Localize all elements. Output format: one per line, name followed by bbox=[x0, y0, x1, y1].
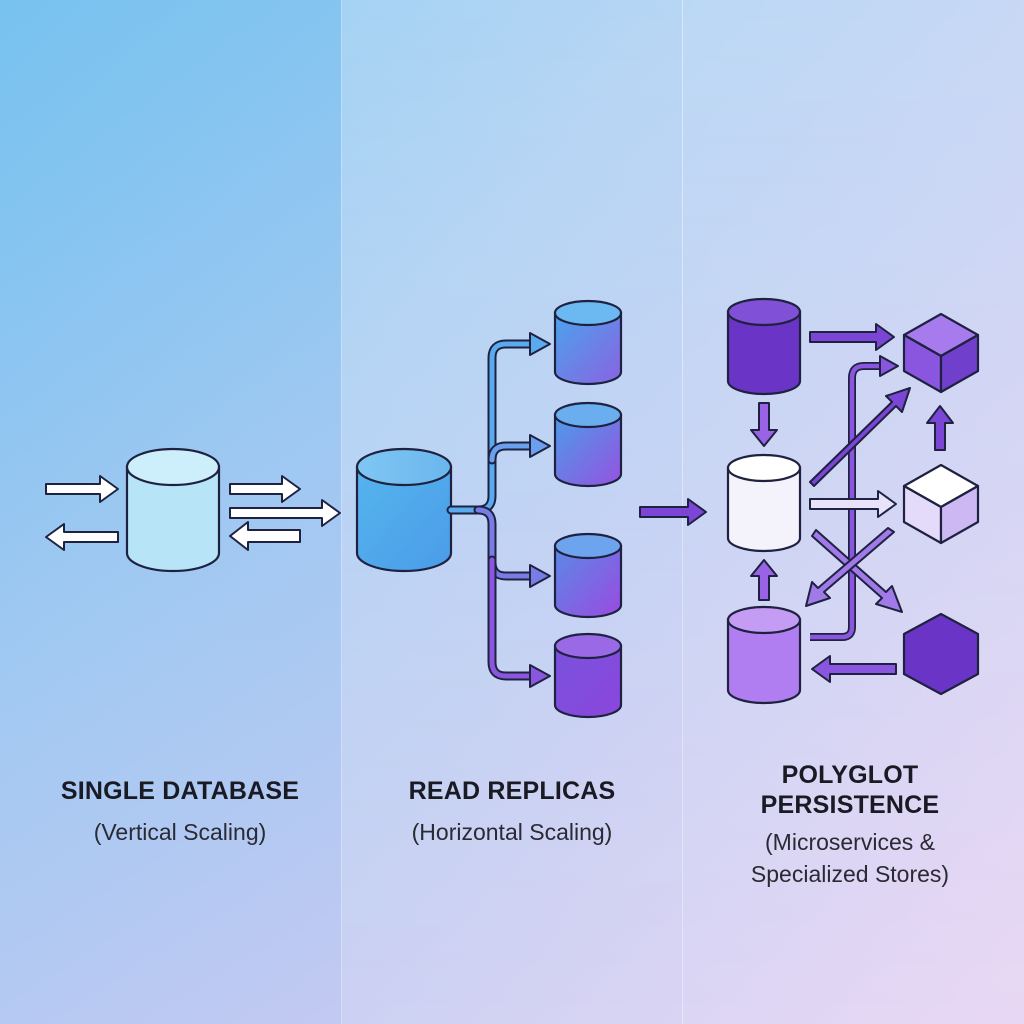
polyglot-persistence-group bbox=[726, 297, 980, 705]
replica-cylinder-icon bbox=[553, 532, 623, 619]
panel-subtitle: (Microservices & Specialized Stores) bbox=[750, 829, 950, 887]
arrow-diagonal-icon bbox=[811, 529, 903, 613]
arrow-right-icon bbox=[45, 475, 119, 503]
arrow-right-icon bbox=[809, 323, 895, 351]
single-database-group bbox=[45, 447, 341, 573]
database-cylinder-icon bbox=[726, 453, 802, 553]
caption-read-replicas: READ REPLICAS (Horizontal Scaling) bbox=[352, 776, 672, 848]
panel-title: READ REPLICAS bbox=[408, 777, 616, 805]
database-cylinder-icon bbox=[355, 447, 453, 573]
arrow-up-icon bbox=[926, 405, 954, 451]
arrow-right-icon bbox=[639, 498, 707, 526]
arrow-up-icon bbox=[750, 559, 778, 601]
database-cylinder-icon bbox=[125, 447, 221, 573]
replica-cylinder-icon bbox=[553, 632, 623, 719]
arrowhead-icon bbox=[879, 355, 899, 377]
arrow-right-icon bbox=[229, 475, 301, 503]
cube-icon bbox=[902, 463, 980, 545]
caption-single-database: SINGLE DATABASE (Vertical Scaling) bbox=[20, 776, 340, 848]
arrowhead-icon bbox=[529, 664, 551, 688]
hexagon-icon bbox=[902, 612, 980, 696]
panel-subtitle: (Vertical Scaling) bbox=[93, 819, 267, 845]
cube-icon bbox=[902, 312, 980, 394]
arrowhead-icon bbox=[529, 332, 551, 356]
arrow-diagonal-icon bbox=[809, 387, 911, 487]
read-replicas-group bbox=[355, 299, 623, 719]
panel-subtitle: (Horizontal Scaling) bbox=[411, 819, 613, 845]
arrow-down-icon bbox=[750, 402, 778, 447]
arrow-left-icon bbox=[811, 655, 897, 683]
arrow-left-icon bbox=[45, 523, 119, 551]
replica-cylinder-icon bbox=[553, 401, 623, 488]
arrow-right-long-icon bbox=[229, 499, 341, 527]
arrowhead-icon bbox=[529, 564, 551, 588]
database-cylinder-icon bbox=[726, 297, 802, 396]
caption-polyglot-persistence: POLYGLOT PERSISTENCE (Microservices & Sp… bbox=[700, 760, 1000, 890]
panel-title: SINGLE DATABASE bbox=[60, 777, 300, 805]
database-cylinder-icon bbox=[726, 605, 802, 705]
arrow-diagonal-icon bbox=[805, 527, 895, 607]
replication-connectors bbox=[446, 339, 537, 681]
panel-title: POLYGLOT PERSISTENCE bbox=[760, 761, 940, 819]
arrowhead-icon bbox=[529, 434, 551, 458]
arrow-left-icon bbox=[229, 521, 301, 551]
arrow-right-icon bbox=[809, 490, 897, 518]
replica-cylinder-icon bbox=[553, 299, 623, 386]
